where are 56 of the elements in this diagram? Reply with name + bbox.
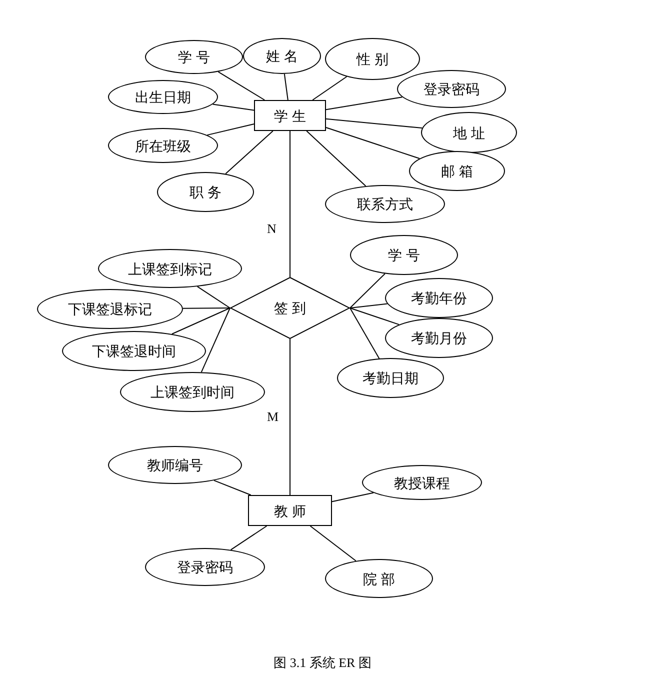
attribute-ellipse [397, 70, 506, 108]
attribute-name: 院 部 [363, 570, 395, 586]
connector-line [218, 71, 266, 100]
connector-line [214, 480, 252, 496]
connector-line [196, 286, 230, 308]
entity-name: 学 生 [274, 108, 306, 124]
connector-line [326, 126, 420, 160]
connector-line [171, 308, 230, 334]
connector-line [312, 76, 348, 100]
connector-line [212, 104, 254, 111]
attribute-name: 联系方式 [357, 196, 413, 212]
connector-line [350, 308, 400, 326]
cardinality-label: N [266, 222, 278, 236]
attribute-name: 职 务 [190, 184, 222, 200]
cardinality-label: M [266, 410, 280, 424]
attribute-name: 上课签到标记 [128, 260, 212, 276]
connector-line [206, 124, 254, 136]
attribute-name: 地 址 [453, 124, 485, 140]
attribute-name: 下课签退时间 [92, 343, 176, 359]
connector-line [350, 308, 380, 359]
attribute-name: 登录密码 [424, 81, 480, 97]
entity-rectangle [248, 495, 332, 526]
attribute-name: 考勤年份 [411, 290, 467, 306]
connector-line [332, 492, 374, 502]
connector-line [182, 308, 230, 309]
connector-line [306, 130, 366, 186]
entity-rectangle [254, 100, 326, 131]
relationship-diamond [230, 277, 350, 339]
connector-line [350, 303, 388, 308]
attribute-name: 下课签退标记 [68, 301, 152, 317]
connector-line [230, 526, 268, 550]
attribute-name: 考勤日期 [362, 370, 418, 386]
connector-line [326, 118, 423, 129]
connector-line [326, 96, 403, 110]
attribute-name: 上课签到时间 [150, 384, 234, 400]
attribute-name: 考勤月份 [411, 330, 467, 346]
attribute-name: 登录密码 [177, 559, 233, 575]
attribute-name: 性 别 [356, 51, 388, 67]
connector-line [284, 73, 288, 100]
attribute-name: 邮 箱 [441, 163, 473, 179]
entity-name: 教 师 [274, 502, 306, 518]
attribute-name: 所在班级 [135, 138, 191, 154]
attribute-name: 教师编号 [147, 457, 203, 473]
attribute-ellipse [409, 151, 505, 191]
attribute-name: 学 号 [178, 49, 210, 65]
connector-line [200, 308, 230, 373]
attribute-name: 学 号 [388, 247, 420, 263]
figure-caption: 图 3.1 系统 ER 图 [274, 655, 372, 671]
attribute-name: 出生日期 [135, 89, 191, 105]
relationship-name: 签 到 [274, 300, 306, 316]
attribute-name: 姓 名 [266, 48, 298, 64]
attribute-ellipse [62, 331, 206, 371]
connector-line [310, 526, 356, 562]
connector-line [225, 130, 274, 174]
connector-line [350, 273, 386, 308]
attribute-name: 教授课程 [394, 474, 450, 490]
